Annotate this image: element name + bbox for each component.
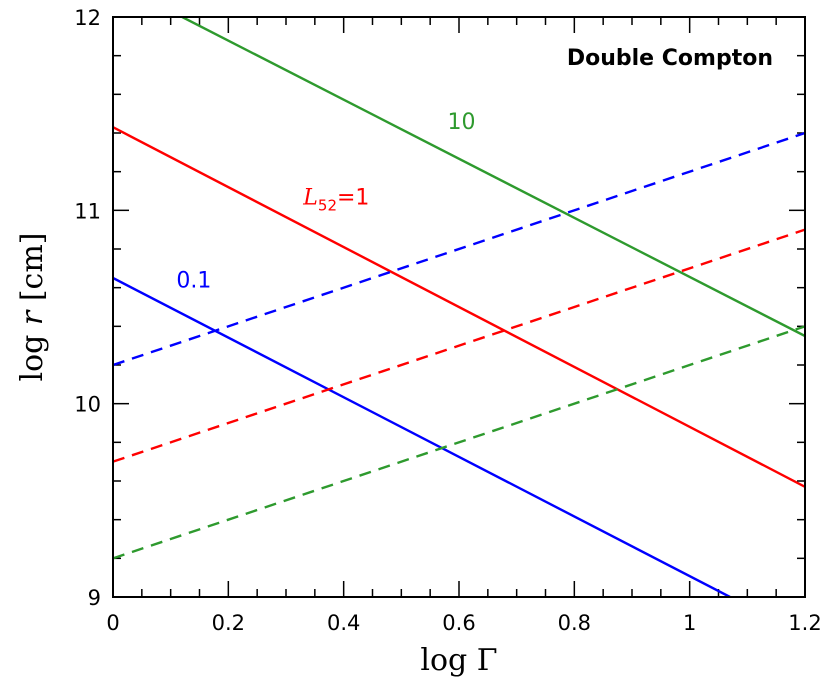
x-tick-label: 1.2: [788, 611, 821, 635]
annotation-l52-1: L52=1: [302, 186, 369, 215]
annotation-l52-suffix: =1: [337, 186, 369, 211]
series-line-solid-10: [181, 17, 805, 338]
y-axis-label-suffix: [cm]: [15, 233, 50, 311]
series-line-dashed-1: [113, 228, 805, 463]
y-tick-label: 10: [74, 393, 101, 417]
x-tick-label: 0.8: [558, 611, 591, 635]
series-line-solid-0.1: [113, 276, 731, 597]
y-axis-label: log r [cm]: [15, 233, 50, 382]
x-tick-label: 0.2: [212, 611, 245, 635]
y-tick-label: 12: [74, 6, 101, 30]
x-tick-label: 0: [106, 611, 119, 635]
chart-series: [113, 17, 805, 597]
line-annotations: 0.1 L52=1 10: [176, 110, 475, 294]
x-axis-label: log Γ: [420, 643, 497, 678]
y-axis-label-prefix: log: [15, 325, 50, 381]
x-tick-label: 0.6: [442, 611, 475, 635]
annotation-l52-prefix: L: [302, 186, 318, 211]
axis-ticks: [112, 16, 806, 598]
tick-labels: 0 0.2 0.4 0.6 0.8 1 1.2 9 10 11 12: [74, 6, 821, 635]
series-line-solid-1: [113, 126, 805, 488]
y-tick-label: 11: [74, 199, 101, 223]
plot-frame: [112, 16, 806, 598]
series-line-dashed-0.1: [113, 131, 805, 367]
annotation-l52-subscript: 52: [318, 197, 337, 215]
x-tick-label: 1: [683, 611, 696, 635]
annotation-0.1: 0.1: [176, 269, 211, 294]
series-line-dashed-10: [113, 325, 805, 560]
y-tick-label: 9: [88, 586, 101, 610]
chart-title: Double Compton: [567, 46, 773, 71]
x-tick-label: 0.4: [327, 611, 360, 635]
annotation-10: 10: [447, 110, 475, 135]
y-axis-label-variable: r: [15, 309, 50, 325]
